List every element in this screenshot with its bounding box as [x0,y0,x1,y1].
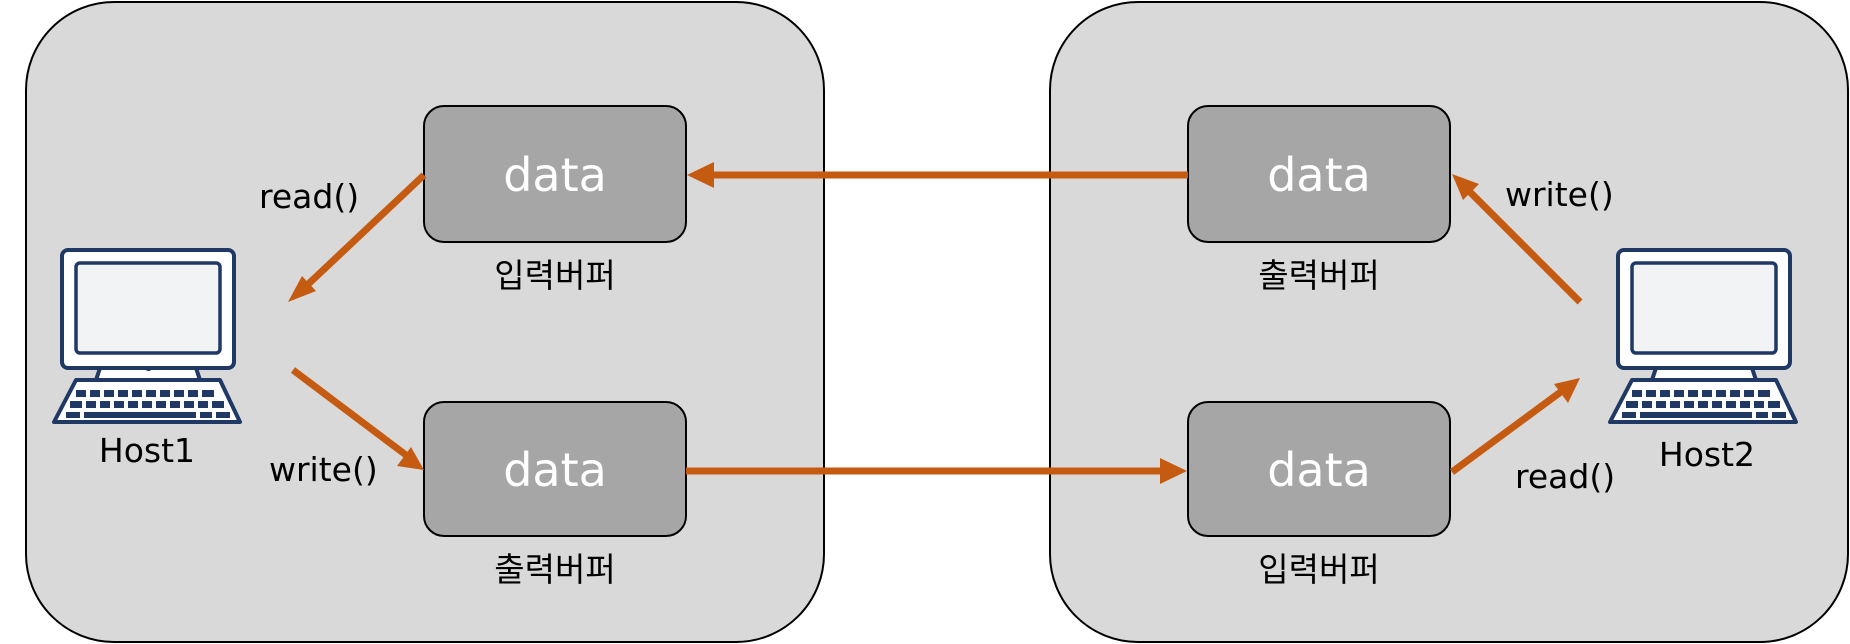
host2-input-buffer-data: data [1267,443,1371,497]
host2-output-buffer-caption: 출력버퍼 [1258,256,1379,295]
host2-output-buffer-data: data [1267,148,1371,202]
host2-read-arrowhead [1554,378,1580,403]
host2-read-arrow [1449,388,1565,475]
keyboard-keys [66,390,230,418]
host1-write-arrow [290,367,409,458]
host1-label: Host1 [99,431,195,470]
host1-input-buffer-data: data [503,148,607,202]
host2-label: Host2 [1659,435,1755,474]
host1-input-buffer-caption: 입력버퍼 [494,256,615,295]
host2-panel: data 출력버퍼 data 입력버퍼 [1049,1,1849,643]
host2-input-buffer-box [1187,401,1451,537]
host2-read-label: read() [1515,457,1615,496]
host1-output-buffer: data 출력버퍼 [423,401,687,589]
desktop-computer-icon [1608,248,1798,424]
host1-read-arrowhead [288,276,316,302]
desktop-computer-icon [52,248,242,424]
host2-write-arrow [1465,187,1583,305]
keyboard-keys [1622,390,1786,418]
host2-input-buffer-caption: 입력버퍼 [1258,550,1379,589]
host2-output-buffer: data 출력버퍼 [1187,105,1451,295]
host1-output-buffer-data: data [503,443,607,497]
host2-write-arrowhead [1452,174,1479,200]
host2-input-buffer: data 입력버퍼 [1187,401,1451,589]
host1-write-arrowhead [397,447,424,470]
host1-to-host2-arrowhead [1160,458,1187,484]
host1-read-label: read() [259,177,359,216]
network-transfer-arrows [686,162,1188,484]
host1-input-buffer-box [423,105,687,243]
host1-write-label: write() [269,450,378,489]
host1-panel: data 입력버퍼 data 출력버퍼 [25,1,825,643]
host1-output-buffer-caption: 출력버퍼 [494,550,615,589]
host1-read-arrow [299,172,427,293]
host2-to-host1-arrowhead [687,162,714,188]
host2-write-label: write() [1505,175,1614,214]
host1-input-buffer: data 입력버퍼 [423,105,687,295]
